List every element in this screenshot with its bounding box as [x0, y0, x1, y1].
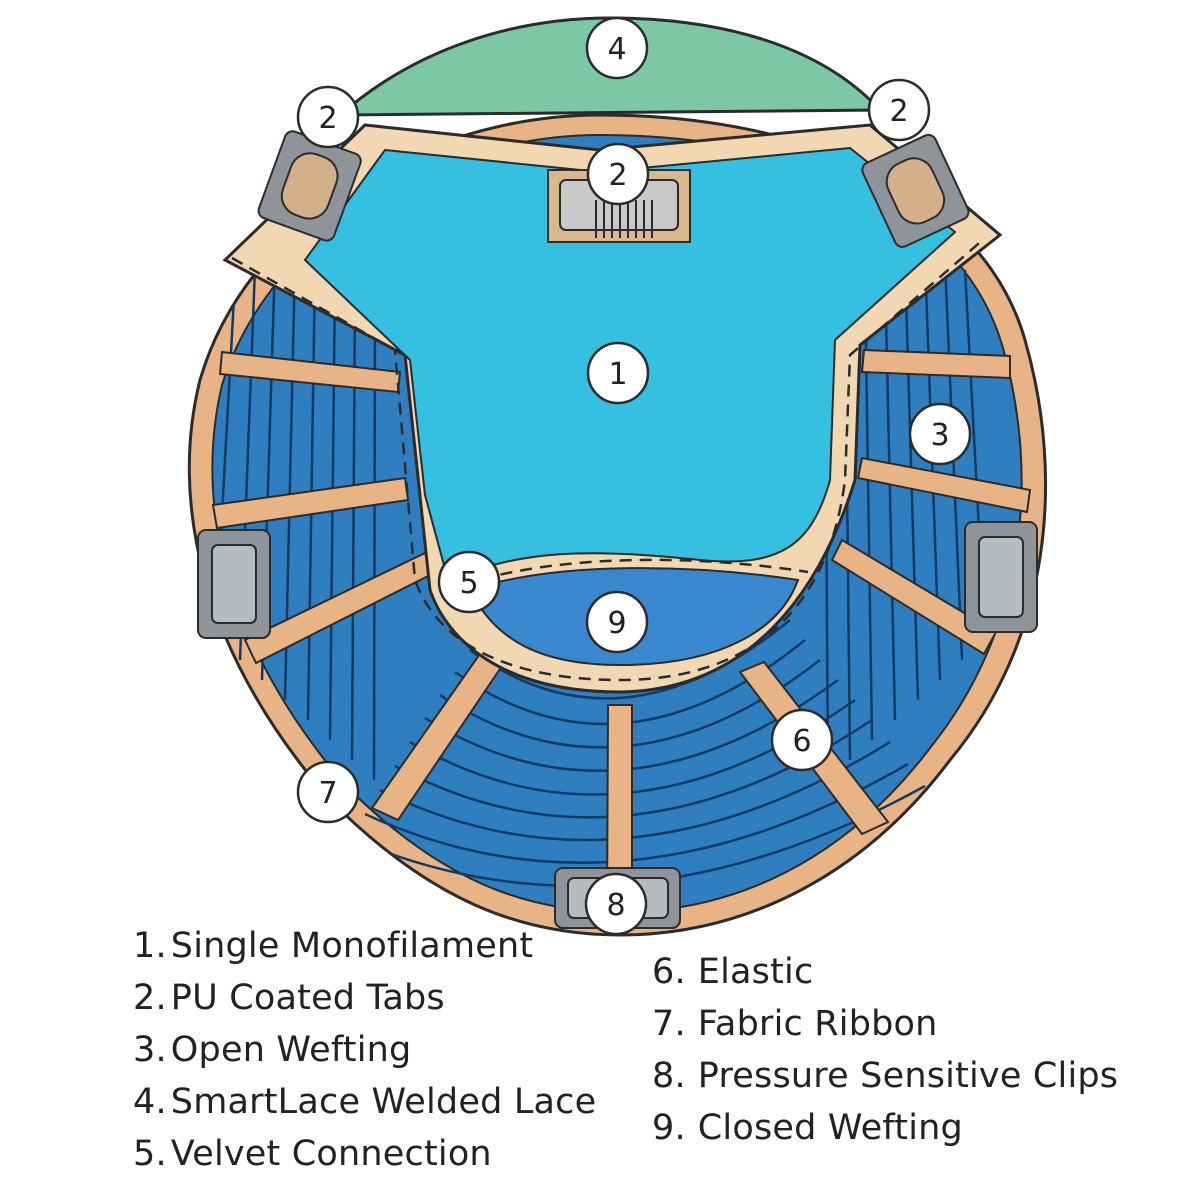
- marker-4: 4: [585, 16, 649, 80]
- legend-label: Fabric Ribbon: [697, 1004, 938, 1044]
- marker-2-left: 2: [296, 85, 360, 149]
- legend-item-4: 4. SmartLace Welded Lace: [133, 1082, 596, 1134]
- wig-cap-diagram: 4 2 2 2 1 3 5 9 6 7 8: [187, 16, 1048, 937]
- legend-left: 1. Single Monofilament 2. PU Coated Tabs…: [133, 926, 596, 1186]
- legend-number: 4.: [133, 1082, 167, 1122]
- clip-left: [197, 529, 271, 639]
- legend-label: Pressure Sensitive Clips: [697, 1056, 1119, 1096]
- marker-1: 1: [586, 341, 650, 405]
- marker-7: 7: [296, 760, 360, 824]
- legend-item-1: 1. Single Monofilament: [133, 926, 596, 978]
- legend-number: 9.: [652, 1108, 686, 1148]
- legend-item-5: 5. Velvet Connection: [133, 1134, 596, 1186]
- svg-text:7: 7: [318, 776, 337, 811]
- marker-8: 8: [584, 872, 648, 936]
- legend-number: 6.: [652, 952, 686, 992]
- legend-label: Elastic: [697, 952, 814, 992]
- legend-item-3: 3. Open Wefting: [133, 1030, 596, 1082]
- legend-item-2: 2. PU Coated Tabs: [133, 978, 596, 1030]
- legend-label: Velvet Connection: [170, 1134, 492, 1174]
- marker-2-center: 2: [586, 142, 650, 206]
- marker-5: 5: [437, 550, 501, 614]
- svg-text:2: 2: [889, 94, 908, 129]
- legend-item-8: 8. Pressure Sensitive Clips: [652, 1056, 1118, 1108]
- svg-text:9: 9: [607, 606, 626, 641]
- svg-text:4: 4: [607, 32, 626, 67]
- legend-number: 3.: [133, 1030, 167, 1070]
- clip-upper-left: [257, 130, 362, 242]
- legend-item-7: 7. Fabric Ribbon: [652, 1004, 1118, 1056]
- legend-item-9: 9. Closed Wefting: [652, 1108, 1118, 1160]
- legend-number: 1.: [133, 926, 167, 966]
- legend-number: 7.: [652, 1004, 686, 1044]
- clip-upper-right: [861, 133, 970, 248]
- legend-right: 6. Elastic 7. Fabric Ribbon 8. Pressure …: [652, 952, 1118, 1160]
- legend-number: 2.: [133, 978, 167, 1018]
- marker-3: 3: [908, 402, 972, 466]
- svg-text:5: 5: [459, 566, 478, 601]
- legend-label: Closed Wefting: [697, 1108, 963, 1148]
- svg-text:3: 3: [930, 418, 949, 453]
- legend-label: Open Wefting: [170, 1030, 412, 1070]
- marker-9: 9: [585, 590, 649, 654]
- pu-tab-center: [547, 169, 691, 243]
- clip-right: [964, 521, 1038, 633]
- svg-text:2: 2: [608, 158, 627, 193]
- svg-text:1: 1: [608, 357, 627, 392]
- legend-label: SmartLace Welded Lace: [170, 1082, 597, 1122]
- legend-number: 5.: [133, 1134, 167, 1174]
- svg-text:2: 2: [318, 101, 337, 136]
- svg-text:6: 6: [792, 724, 811, 759]
- legend-label: PU Coated Tabs: [170, 978, 445, 1018]
- legend-number: 8.: [652, 1056, 686, 1096]
- stitch-lines: [231, 237, 986, 682]
- legend-item-6: 6. Elastic: [652, 952, 1118, 1004]
- legend-label: Single Monofilament: [170, 926, 534, 966]
- svg-text:8: 8: [606, 888, 625, 923]
- marker-6: 6: [770, 708, 834, 772]
- marker-2-right: 2: [867, 78, 931, 142]
